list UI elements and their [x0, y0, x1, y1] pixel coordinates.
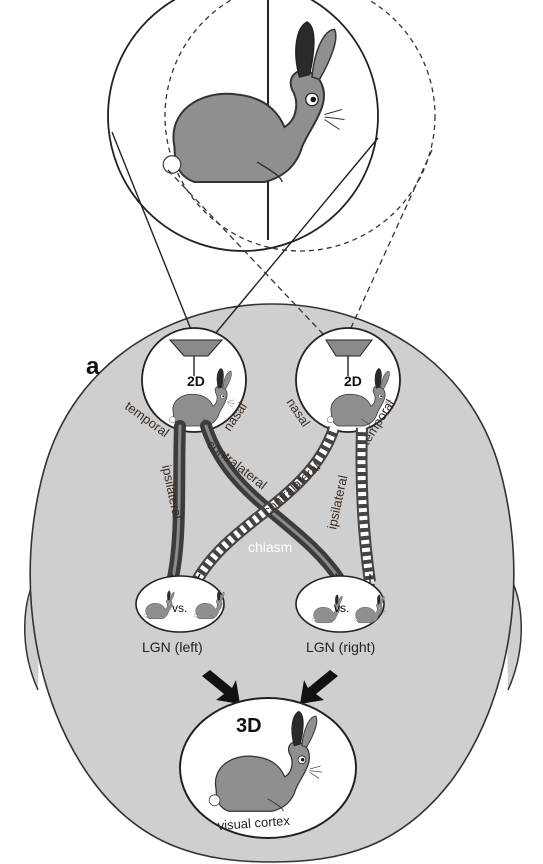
- chiasm-label: chiasm: [248, 539, 292, 555]
- cortex-3d-label: 3D: [236, 715, 262, 737]
- lgn-right-vs: vs.: [334, 601, 349, 615]
- left-eye-2d-label: 2D: [187, 373, 205, 389]
- right-eye-2d-label: 2D: [344, 373, 362, 389]
- lgn-right-label: LGN (right): [306, 639, 375, 655]
- panel-letter: a: [86, 353, 100, 380]
- lgn-left-vs: vs.: [172, 601, 187, 615]
- lgn-left-label: LGN (left): [142, 639, 203, 655]
